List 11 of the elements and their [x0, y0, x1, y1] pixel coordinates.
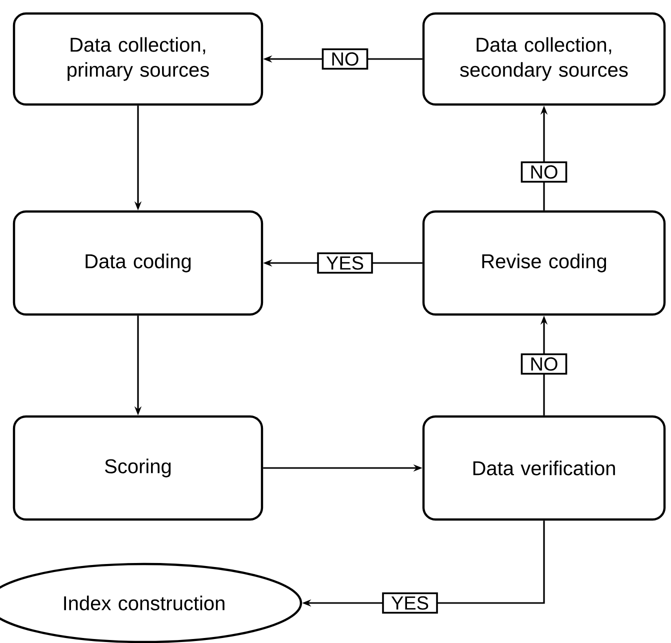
edge-label: NO	[520, 161, 568, 183]
process-box: Data collection, primary sources	[12, 12, 264, 106]
edge-label: YES	[382, 592, 438, 614]
process-box: Data collection, secondary sources	[422, 12, 666, 106]
edge-label: YES	[317, 252, 373, 274]
process-box: Scoring	[12, 415, 264, 521]
process-box: Data coding	[12, 210, 264, 316]
edge-label: NO	[322, 48, 368, 70]
edge-label: NO	[520, 353, 568, 375]
process-box: Revise coding	[422, 210, 666, 316]
process-box: Data verification	[422, 415, 666, 521]
